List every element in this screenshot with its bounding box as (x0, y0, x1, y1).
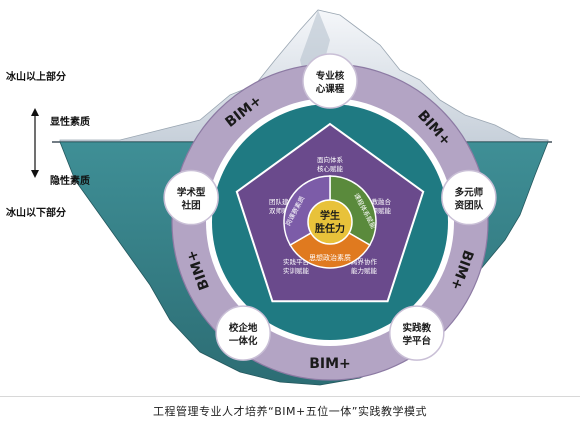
core-line-1: 学生 (320, 209, 340, 222)
label-above-iceberg: 冰山以上部分 (6, 72, 66, 83)
pentagon-label-left: 团队建设 (269, 197, 296, 206)
core-circle (307, 199, 353, 245)
node-circle-bottom-left (215, 305, 271, 361)
segment-bottom (289, 221, 371, 269)
node-label-bottom-right-2: 学平台 (403, 335, 432, 347)
segment-label-bottom: 思想政治素质 (309, 253, 351, 262)
caption-divider (0, 396, 580, 397)
node-label-bottom-right-1: 实践教 (403, 322, 432, 334)
node-label-right-1: 多元师 (455, 187, 484, 199)
arrow-down-icon (31, 170, 39, 178)
pentagon-label-left: 双师赋能 (269, 206, 296, 215)
label-implicit-quality: 隐性素质 (50, 176, 90, 187)
arrow-up-icon (31, 108, 39, 116)
pentagon-label-top: 面向体系 (317, 155, 344, 164)
node-label-top-1: 专业核 (316, 70, 345, 82)
node-label-bottom-left-1: 校企地 (229, 322, 258, 334)
pentagon-label-bottom-left: 实训赋能 (283, 266, 310, 275)
node-label-bottom-left-2: 一体化 (229, 335, 258, 347)
node-label-top-2: 心课程 (316, 83, 345, 95)
pentagon-label-right: 资源赋能 (365, 206, 392, 215)
node-label-left-2: 社团 (181, 200, 201, 212)
pentagon-label-top: 核心赋能 (317, 164, 344, 173)
node-circle-right (441, 169, 497, 226)
label-explicit-quality: 显性素质 (50, 117, 90, 128)
figure-caption: 工程管理专业人才培养“BIM+五位一体”实践教学模式 (153, 405, 427, 418)
pentagon-label-bottom-left: 实践平台 (283, 257, 309, 266)
pentagon-label-bottom-right: 能力赋能 (351, 266, 378, 275)
node-circle-left (163, 169, 219, 226)
node-label-right-2: 资团队 (455, 200, 484, 212)
core-line-2: 胜任力 (314, 222, 345, 235)
node-circle-top (302, 53, 358, 109)
ring-label-bim-4: BIM+ (309, 356, 351, 372)
label-below-iceberg: 冰山以下部分 (6, 208, 66, 219)
pentagon-label-right: 产教融合 (365, 197, 392, 206)
pentagon-label-bottom-right: 跨界协作 (351, 257, 378, 266)
node-label-left-1: 学术型 (177, 187, 206, 199)
node-circle-bottom-right (389, 305, 445, 361)
